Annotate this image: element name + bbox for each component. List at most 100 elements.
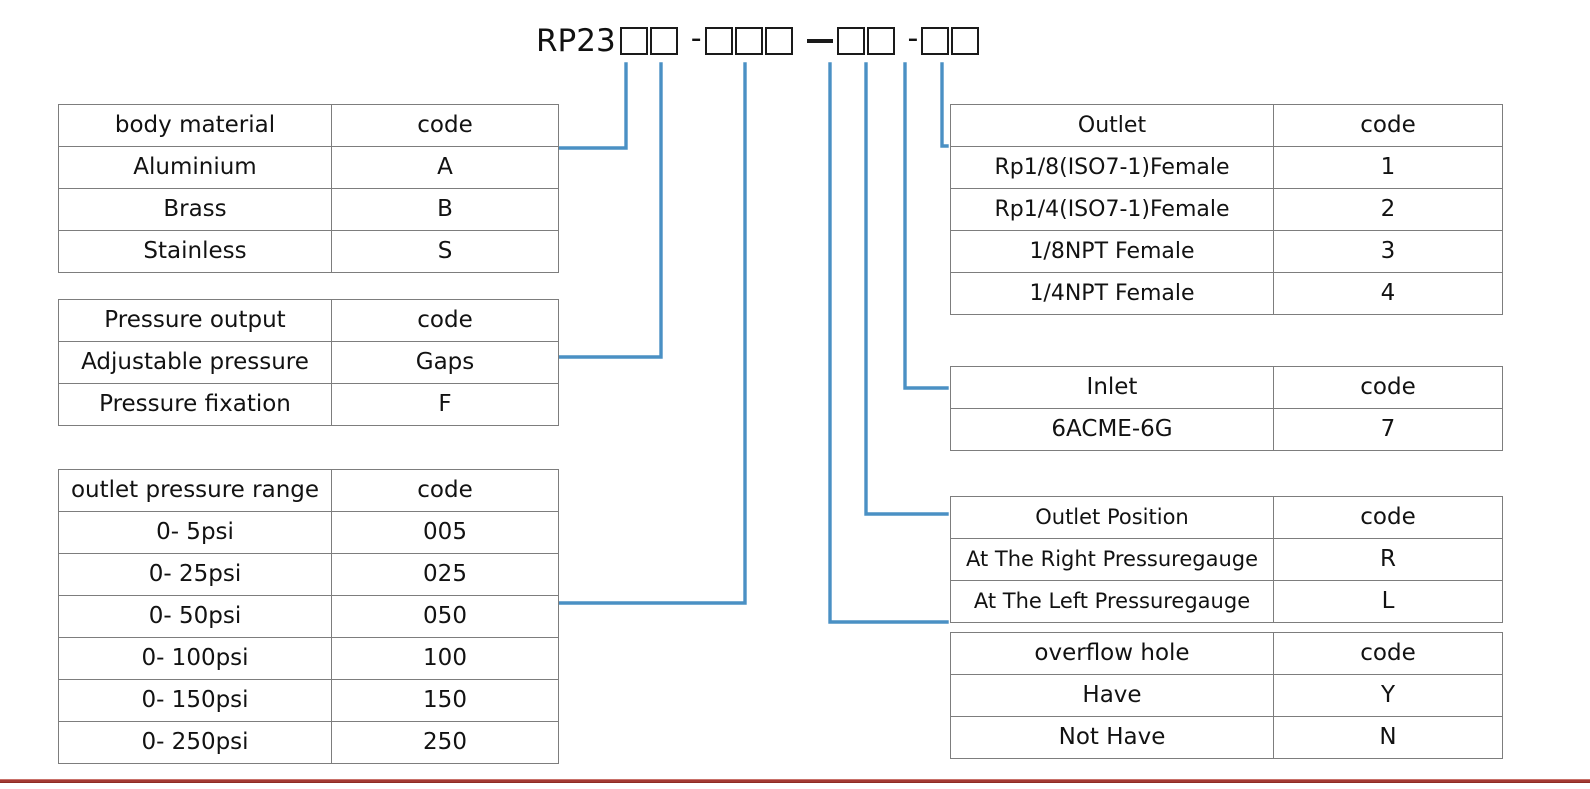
cell-label: At The Right Pressuregauge [950,538,1274,581]
table-row: Stainless S [58,230,559,273]
cell-label: Pressure fixation [58,383,332,426]
part-number-slot-9[interactable] [951,27,980,55]
cell-code: F [331,383,559,426]
header-cell-label: Outlet Position [950,496,1274,539]
header-cell-label: Inlet [950,366,1274,409]
cell-code: 1 [1273,146,1503,189]
header-cell-label: overflow hole [950,632,1274,675]
cell-code: R [1273,538,1503,581]
part-number-code: RP23 - - [536,18,981,64]
table-pressure-output: Pressure output code Adjustable pressure… [58,299,559,426]
cell-label: Stainless [58,230,332,273]
cell-code: 2 [1273,188,1503,231]
table-header-row: body material code [58,104,559,147]
header-cell-code: code [1273,496,1503,539]
table-row: 1/4NPT Female 4 [950,272,1503,315]
cell-label: Rp1/8(ISO7-1)Female [950,146,1274,189]
connector-body-material [554,62,628,150]
cell-label: Aluminium [58,146,332,189]
table-row: Not Have N [950,716,1503,759]
part-number-slot-4[interactable] [734,27,763,55]
cell-label: Not Have [950,716,1274,759]
connector-outlet-position [864,62,949,516]
table-row: 1/8NPT Female 3 [950,230,1503,273]
cell-code: B [331,188,559,231]
cell-label: 0- 50psi [58,595,332,638]
header-cell-code: code [1273,632,1503,675]
part-number-prefix: RP23 [536,22,616,59]
cell-code: 250 [331,721,559,764]
table-body-material: body material code Aluminium A Brass B S… [58,104,559,273]
cell-code: Y [1273,674,1503,717]
table-inlet: Inlet code 6ACME-6G 7 [950,366,1503,451]
table-outlet: Outlet code Rp1/8(ISO7-1)Female 1 Rp1/4(… [950,104,1503,315]
table-row: Rp1/8(ISO7-1)Female 1 [950,146,1503,189]
cell-code: 025 [331,553,559,596]
header-cell-label: Outlet [950,104,1274,147]
table-outlet-position: Outlet Position code At The Right Pressu… [950,496,1503,623]
table-header-row: Outlet code [950,104,1503,147]
footer-divider-rule [0,779,1590,783]
header-cell-code: code [1273,366,1503,409]
part-number-slot-8[interactable] [921,27,950,55]
part-number-slot-3[interactable] [704,27,733,55]
table-row: 0- 50psi 050 [58,595,559,638]
header-cell-code: code [1273,104,1503,147]
table-overflow-hole: overflow hole code Have Y Not Have N [950,632,1503,759]
cell-label: 0- 250psi [58,721,332,764]
cell-code: 150 [331,679,559,722]
table-row: 0- 25psi 025 [58,553,559,596]
header-cell-code: code [331,469,559,512]
cell-code: 3 [1273,230,1503,273]
table-row: 0- 5psi 005 [58,511,559,554]
table-row: At The Right Pressuregauge R [950,538,1503,581]
cell-label: 0- 150psi [58,679,332,722]
table-header-row: Outlet Position code [950,496,1503,539]
table-row: Have Y [950,674,1503,717]
cell-code: 4 [1273,272,1503,315]
cell-label: Adjustable pressure [58,341,332,384]
table-row: Pressure fixation F [58,383,559,426]
cell-label: Brass [58,188,332,231]
table-row: Aluminium A [58,146,559,189]
cell-label: 1/8NPT Female [950,230,1274,273]
cell-label: 6ACME-6G [950,408,1274,451]
part-number-separator-1: - [690,21,702,56]
table-header-row: Pressure output code [58,299,559,342]
table-row: 0- 250psi 250 [58,721,559,764]
table-header-row: overflow hole code [950,632,1503,675]
cell-code: 7 [1273,408,1503,451]
part-number-slot-5[interactable] [764,27,793,55]
part-number-slot-6[interactable] [836,27,865,55]
connector-overflow-hole [828,62,949,624]
connector-pressure-range [554,62,747,605]
cell-label: At The Left Pressuregauge [950,580,1274,623]
part-number-slot-7[interactable] [866,27,895,55]
cell-label: 0- 25psi [58,553,332,596]
table-row: Brass B [58,188,559,231]
connector-pressure-output [554,62,663,359]
table-row: At The Left Pressuregauge L [950,580,1503,623]
cell-code: A [331,146,559,189]
part-number-slot-2[interactable] [649,27,678,55]
part-number-slot-1[interactable] [619,27,648,55]
cell-label: 0- 100psi [58,637,332,680]
table-outlet-pressure-range: outlet pressure range code 0- 5psi 005 0… [58,469,559,764]
cell-code: N [1273,716,1503,759]
connector-inlet [903,62,949,390]
cell-label: 1/4NPT Female [950,272,1274,315]
table-row: 6ACME-6G 7 [950,408,1503,451]
table-row: Adjustable pressure Gaps [58,341,559,384]
header-cell-label: Pressure output [58,299,332,342]
cell-code: 050 [331,595,559,638]
connector-outlet [940,62,949,148]
header-cell-code: code [331,104,559,147]
cell-code: 100 [331,637,559,680]
cell-code: S [331,230,559,273]
table-row: Rp1/4(ISO7-1)Female 2 [950,188,1503,231]
cell-label: Rp1/4(ISO7-1)Female [950,188,1274,231]
header-cell-label: body material [58,104,332,147]
table-header-row: Inlet code [950,366,1503,409]
cell-code: 005 [331,511,559,554]
part-number-separator-2 [806,39,833,43]
